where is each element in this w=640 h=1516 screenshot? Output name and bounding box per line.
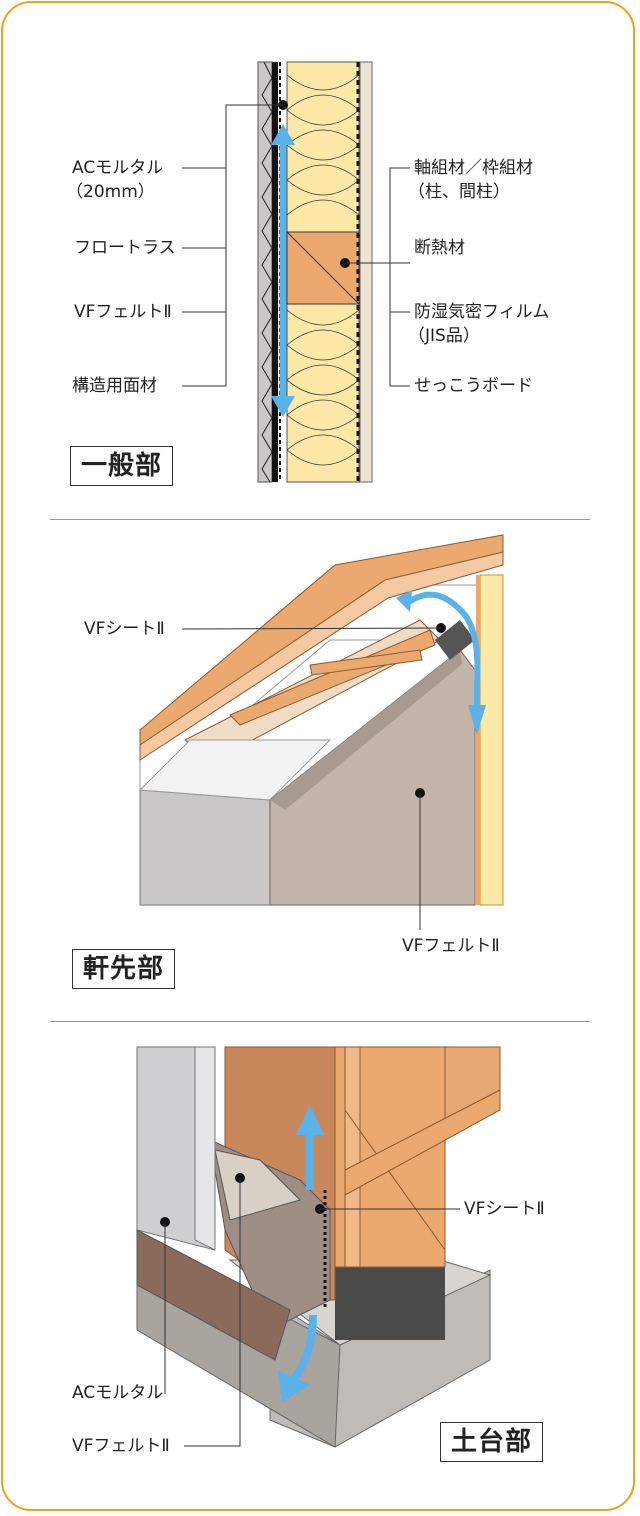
label-float-lath: フロートラス bbox=[74, 238, 176, 258]
divider bbox=[50, 1021, 590, 1022]
label-structural-panel: 構造用面材 bbox=[72, 376, 157, 396]
label-ac-mortar: ACモルタル bbox=[72, 158, 164, 178]
label-vapor-film-sub: （JIS品） bbox=[408, 326, 480, 346]
label-vapor-film: 防湿気密フィルム bbox=[414, 302, 550, 322]
label-vf-sheet-sill: VFシートⅡ bbox=[464, 1199, 545, 1219]
section-title-general: 一般部 bbox=[70, 446, 174, 486]
label-vf-felt-sill: VFフェルトⅡ bbox=[72, 1436, 170, 1456]
label-framing: 軸組材／枠組材 bbox=[414, 158, 533, 178]
label-framing-sub: （柱、間柱） bbox=[408, 182, 510, 202]
divider bbox=[50, 519, 590, 520]
label-gypsum-board: せっこうボード bbox=[414, 376, 533, 396]
section-title-eaves: 軒先部 bbox=[72, 949, 176, 989]
section-title-sill: 土台部 bbox=[440, 1422, 544, 1462]
sill-diagram bbox=[136, 1046, 501, 1448]
label-ac-mortar-sill: ACモルタル bbox=[72, 1383, 164, 1403]
label-insulation: 断熱材 bbox=[414, 238, 465, 258]
label-ac-mortar-thickness: （20mm） bbox=[66, 182, 155, 202]
eaves-diagram bbox=[138, 534, 504, 930]
label-vf-felt: VFフェルトⅡ bbox=[74, 302, 172, 322]
label-vf-felt-eaves: VFフェルトⅡ bbox=[402, 936, 500, 956]
general-wall-section bbox=[182, 61, 410, 483]
label-vf-sheet-eaves: VFシートⅡ bbox=[84, 619, 165, 639]
